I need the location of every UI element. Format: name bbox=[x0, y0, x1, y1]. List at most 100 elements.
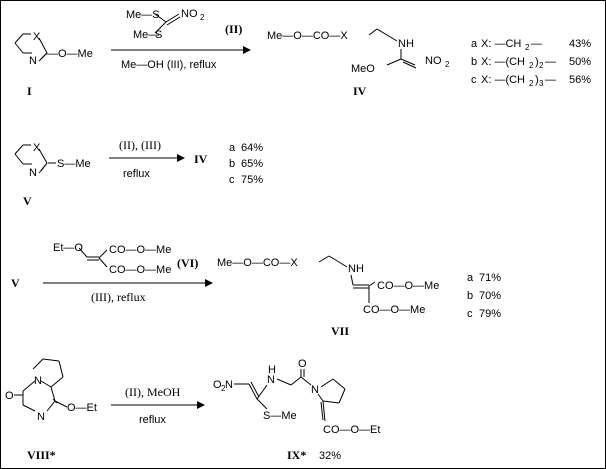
scheme3-yield-table: a 71% b 70% c 79% bbox=[467, 272, 501, 320]
ring-x-atom: X bbox=[33, 31, 41, 43]
compound-VIII-carbonyl-o: O bbox=[5, 390, 14, 402]
yield-row-c-sub2: 3 bbox=[539, 79, 544, 88]
yield-row-b-tail: ) bbox=[535, 56, 539, 68]
product-IX-sme: S—Me bbox=[263, 410, 297, 422]
compound-VIII-n-top: N bbox=[34, 375, 42, 387]
yield2-a-value: 64% bbox=[241, 142, 263, 154]
yield2-b-letter: b bbox=[229, 158, 235, 170]
yield-row-b-letter: b bbox=[471, 56, 477, 68]
yield-row-c-tail: ) bbox=[535, 74, 539, 86]
product-IX-ester: CO—O—Et bbox=[323, 424, 380, 436]
product-IX-nh-n: N bbox=[267, 374, 275, 386]
methoxy-group: —O—Me bbox=[47, 48, 93, 60]
compound-IV-label: IV bbox=[353, 84, 367, 98]
yield-row-c-value: 56% bbox=[569, 74, 591, 86]
product-VII-bottom-ester: CO—O—Me bbox=[363, 304, 425, 316]
product-IV-nh: NH bbox=[398, 38, 414, 50]
reagent-VI-label: (VI) bbox=[177, 256, 198, 270]
scheme1-yield-table: a X: —CH 2 — 43% b X: —(CH 2 ) 2 — 50% c… bbox=[471, 38, 591, 88]
scheme4-conditions: reflux bbox=[139, 414, 166, 426]
yield-row-a-tail: — bbox=[531, 38, 542, 50]
product-IX-o-sub: 2 bbox=[221, 384, 226, 393]
yield-row-b-sub2: 2 bbox=[539, 61, 544, 70]
yield-row-c-x: X: —(CH bbox=[481, 74, 525, 86]
compound-I-label: I bbox=[27, 84, 32, 98]
product-VII-chain: Me—O—CO—X bbox=[217, 257, 298, 269]
compound-VIII-label: VIII* bbox=[27, 448, 56, 462]
ring-n-atom: N bbox=[29, 55, 37, 67]
yield3-a-letter: a bbox=[467, 272, 474, 284]
reagent-VI-bottom-ester: CO—O—Me bbox=[109, 264, 171, 276]
reaction-arrow-2-head bbox=[177, 154, 185, 162]
scheme1-conditions: Me—OH (III), reflux bbox=[121, 59, 217, 71]
reaction-arrow-3-head bbox=[205, 279, 213, 287]
yield-row-b-sub: 2 bbox=[529, 61, 534, 70]
yield-row-a-value: 43% bbox=[569, 38, 591, 50]
compound-VIII-ethoxy: O—Et bbox=[67, 402, 97, 414]
product-IV-chain: Me—O—CO—X bbox=[267, 30, 348, 42]
scheme2-product: IV bbox=[194, 152, 208, 166]
reagent-VI-top-ester: CO—O—Me bbox=[109, 244, 171, 256]
reagent-II-mes-top: Me—S bbox=[126, 9, 160, 21]
product-VII-top-ester: CO—O—Me bbox=[377, 280, 439, 292]
yield-row-c-sub: 2 bbox=[529, 79, 534, 88]
scheme2-conditions: reflux bbox=[123, 168, 150, 180]
scheme3-conditions: (III), reflux bbox=[91, 290, 146, 304]
compound-IV-structure: Me—O—CO—X NH MeO NO 2 bbox=[267, 28, 450, 75]
compound-V-label: V bbox=[23, 194, 32, 208]
reagent-II-label: (II) bbox=[225, 22, 242, 36]
yield-row-a-letter: a bbox=[471, 38, 478, 50]
compound-V-structure: X N S—Me bbox=[14, 142, 91, 179]
compound-IX-yield: 32% bbox=[319, 450, 341, 462]
reagent-II-mes-bottom-me: Me— bbox=[133, 29, 159, 41]
scheme2-yield-table: a 64% b 65% c 75% bbox=[229, 142, 263, 186]
product-IV-no2-sub: 2 bbox=[445, 60, 450, 69]
compound-VIII-n-bottom: N bbox=[37, 411, 45, 423]
yield3-c-letter: c bbox=[467, 308, 473, 320]
product-IX-o: O bbox=[213, 379, 222, 391]
yield2-b-value: 65% bbox=[241, 158, 263, 170]
scheme4-reagents: (II), MeOH bbox=[125, 385, 181, 399]
yield-row-b-value: 50% bbox=[569, 56, 591, 68]
ring-n-atom-2: N bbox=[29, 167, 37, 179]
compound-VII-structure: Me—O—CO—X NH CO—O—Me CO—O—Me bbox=[217, 255, 439, 316]
yield-row-a-sub: 2 bbox=[525, 43, 530, 52]
yield3-b-value: 70% bbox=[479, 290, 501, 302]
thiomethyl-group: S—Me bbox=[57, 158, 91, 170]
yield3-a-value: 71% bbox=[479, 272, 501, 284]
product-IX-n: N bbox=[225, 379, 233, 391]
compound-IX-label: IX* bbox=[287, 448, 306, 462]
yield3-b-letter: b bbox=[467, 290, 473, 302]
product-VII-nh: NH bbox=[348, 263, 364, 275]
scheme2-reagents: (II), (III) bbox=[119, 138, 161, 152]
reagent-VI-eto: Et—O bbox=[53, 242, 83, 254]
reagent-II-s-bottom: S bbox=[155, 29, 162, 41]
product-IV-meo: MeO bbox=[351, 63, 375, 75]
reaction-arrow-4-head bbox=[197, 401, 205, 409]
product-IX-ring-n: N bbox=[311, 384, 319, 396]
yield2-c-value: 75% bbox=[241, 174, 263, 186]
yield-row-a-x: X: —CH bbox=[481, 38, 521, 50]
product-IX-nh-h: H bbox=[268, 364, 276, 376]
reagent-II-no2-sub: 2 bbox=[200, 13, 205, 22]
compound-VII-label: VII bbox=[331, 324, 349, 338]
yield-row-b-x: X: —(CH bbox=[481, 56, 525, 68]
reagent-VI-structure: Et—O CO—O—Me CO—O—Me (VI) bbox=[53, 242, 198, 276]
product-IX-carbonyl-o: O bbox=[298, 358, 307, 370]
ring-x-atom-2: X bbox=[33, 142, 41, 154]
yield-row-c-tail2: — bbox=[545, 74, 556, 86]
reagent-II-no2: NO bbox=[181, 8, 198, 20]
reagent-II-structure: Me—S Me— S NO 2 (II) bbox=[126, 8, 242, 41]
yield-row-b-tail2: — bbox=[545, 56, 556, 68]
yield3-c-value: 79% bbox=[479, 308, 501, 320]
scheme3-start-label: V bbox=[11, 276, 20, 290]
product-IV-no2: NO bbox=[425, 55, 442, 67]
yield2-c-letter: c bbox=[229, 174, 235, 186]
reaction-arrow-1-head bbox=[243, 46, 251, 54]
compound-VIII-structure: N N O O—Et bbox=[5, 358, 97, 423]
yield-row-c-letter: c bbox=[471, 74, 477, 86]
yield2-a-letter: a bbox=[229, 142, 236, 154]
compound-I-structure: X N —O—Me bbox=[14, 31, 93, 67]
